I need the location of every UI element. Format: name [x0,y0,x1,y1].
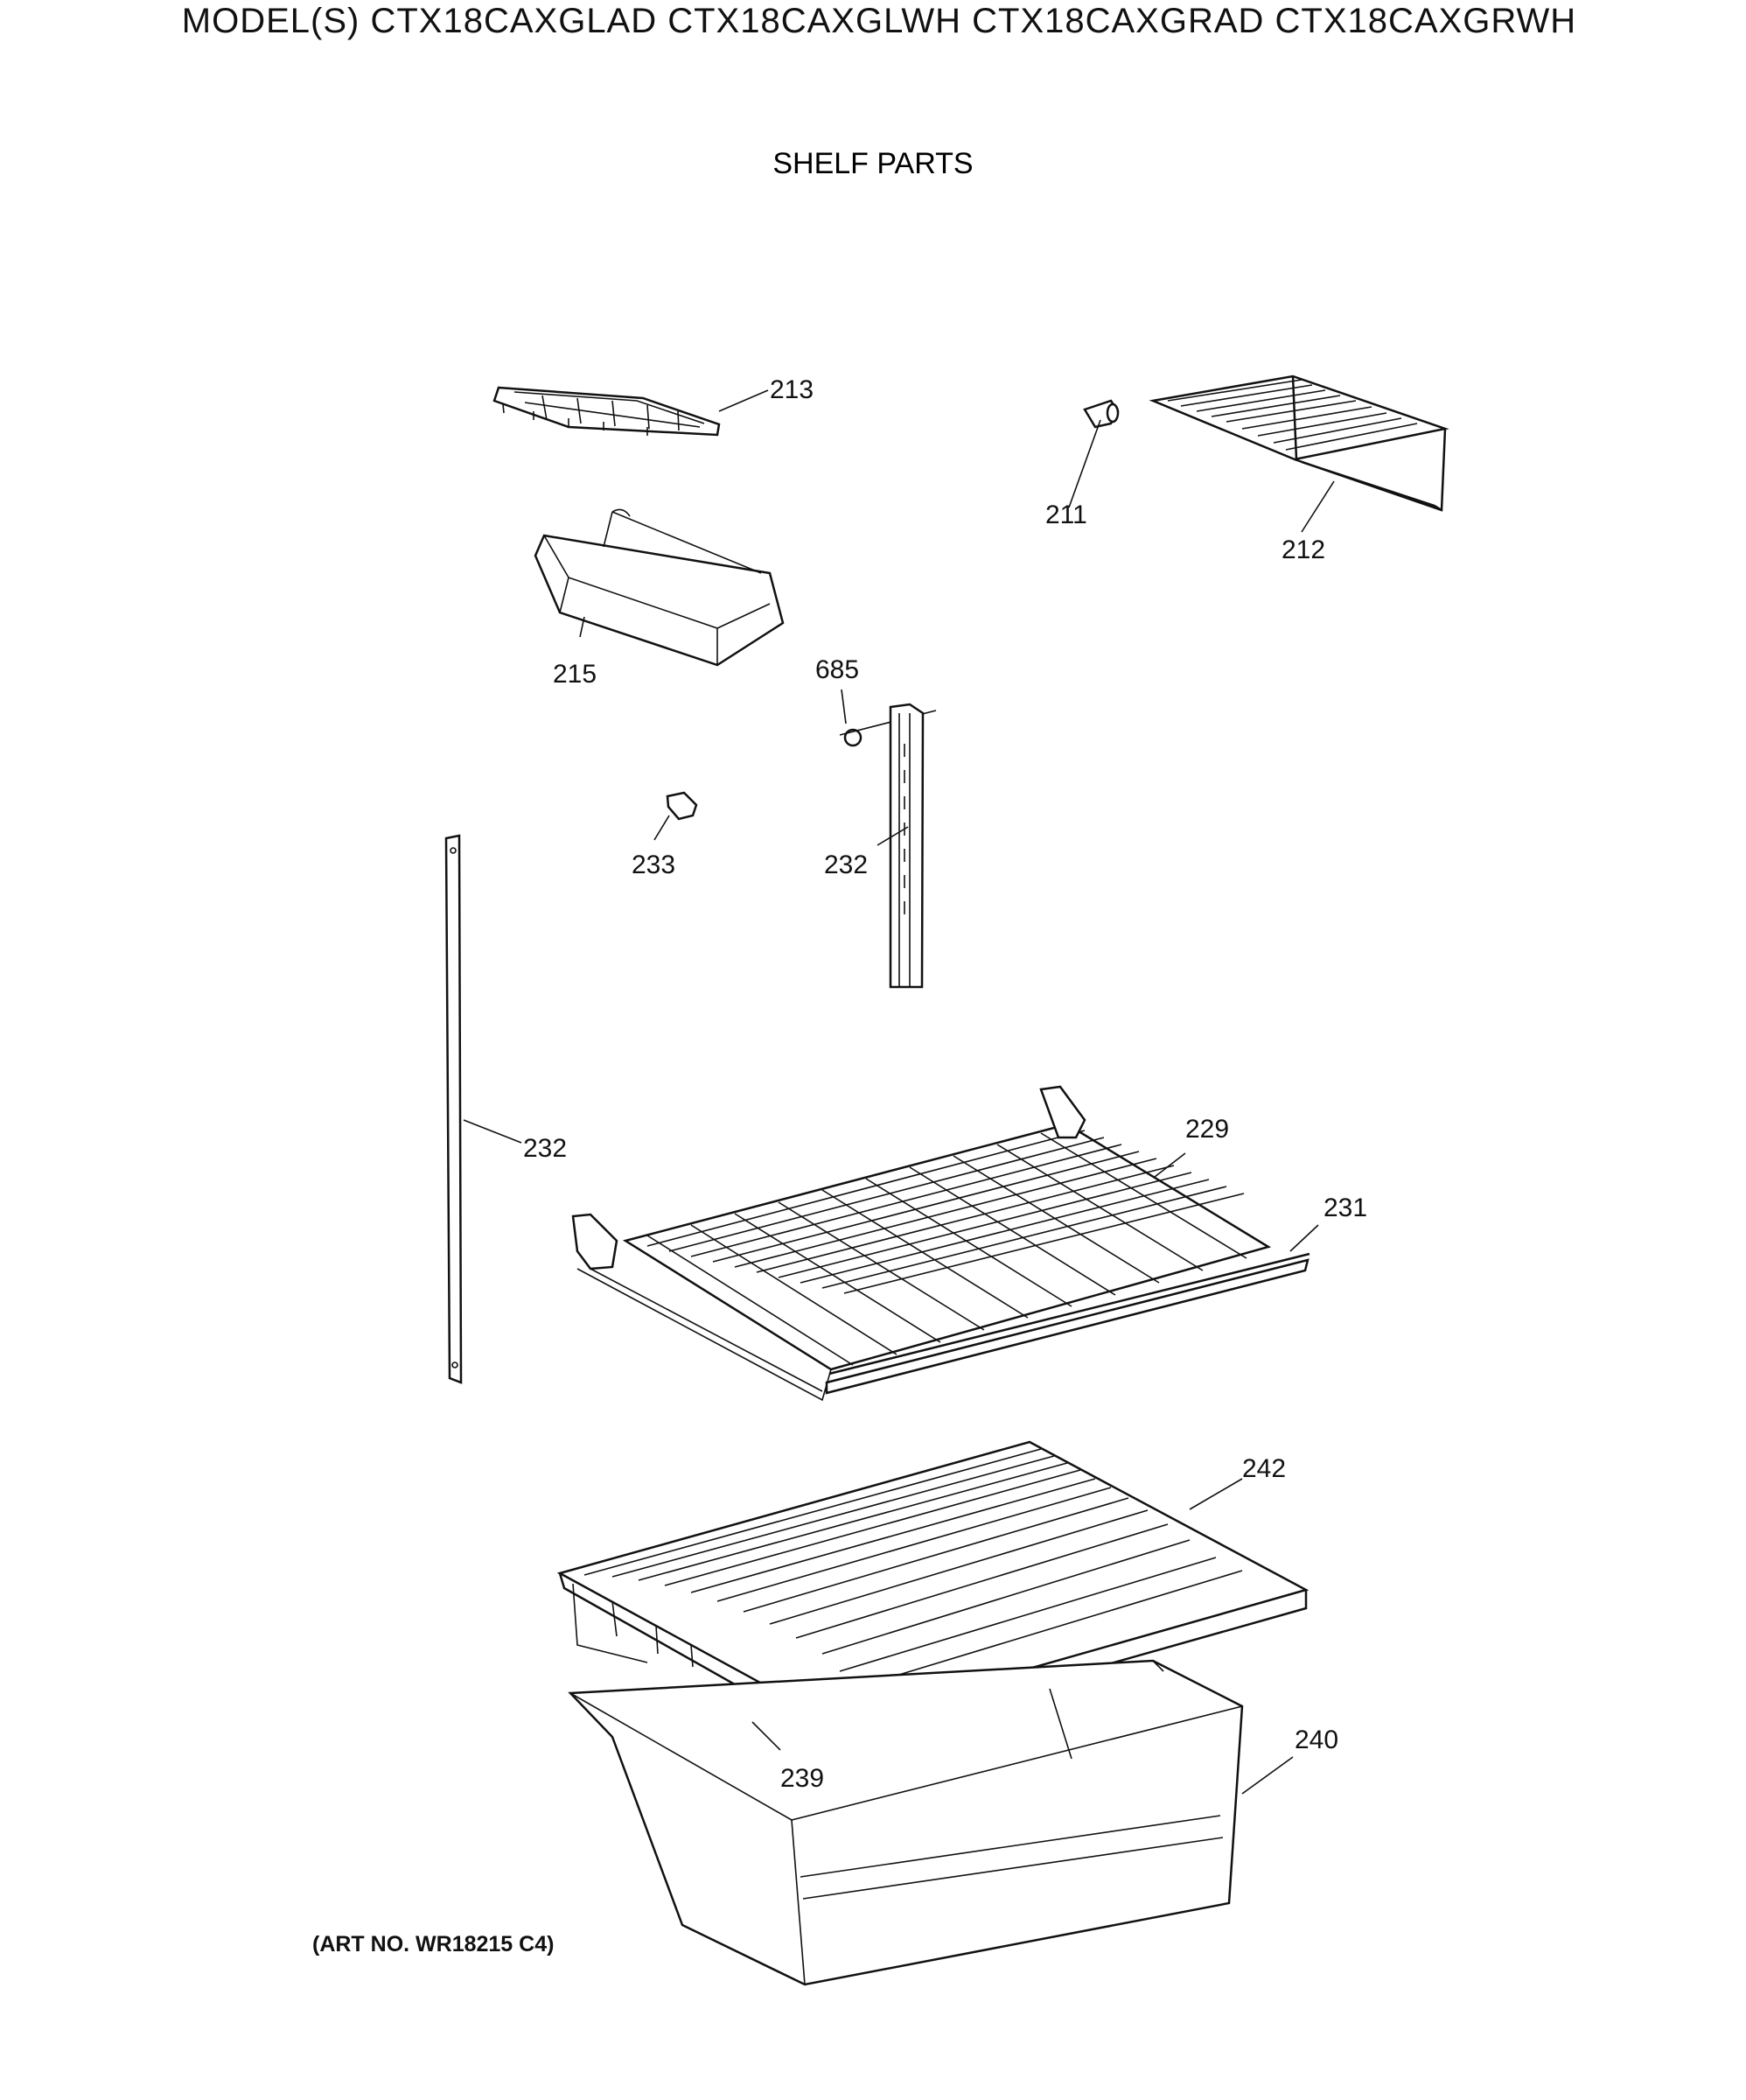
shelf-trim-part [828,1252,1310,1376]
callout-231: 231 [1323,1194,1367,1222]
model-list: MODEL(S) CTX18CAXGLAD CTX18CAXGLWH CTX18… [181,2,1577,40]
callout-240: 240 [1295,1726,1338,1754]
callout-labels: 213 211 212 215 685 233 232 232 229 231 … [523,375,1367,1793]
art-number: (ART NO. WR18215 C4) [312,1932,555,1956]
crisper-drawer-part [568,1659,1244,1986]
shelf-rail-long-part [444,834,463,1384]
callout-213: 213 [770,375,814,404]
small-clip-part [666,791,698,821]
callout-232-short-rail: 232 [824,850,868,879]
section-title: SHELF PARTS [772,147,974,180]
bottle-bin-part [534,508,785,667]
wire-shelf-main-part [571,1085,1310,1402]
ice-tray-part [492,386,721,437]
shelf-rail-short-part [889,703,925,989]
wire-shelf-small-part [1149,374,1449,512]
callout-215: 215 [553,660,597,689]
shelf-stud-part [1083,399,1120,429]
callout-212: 212 [1282,536,1325,564]
callout-242: 242 [1242,1454,1286,1483]
callout-211: 211 [1045,500,1087,529]
leader-lines [463,389,1335,1795]
callout-232-long-rail: 232 [523,1134,567,1163]
callout-233: 233 [632,850,675,879]
callout-239: 239 [780,1764,824,1793]
callout-229: 229 [1185,1115,1229,1144]
callout-685: 685 [815,655,859,684]
